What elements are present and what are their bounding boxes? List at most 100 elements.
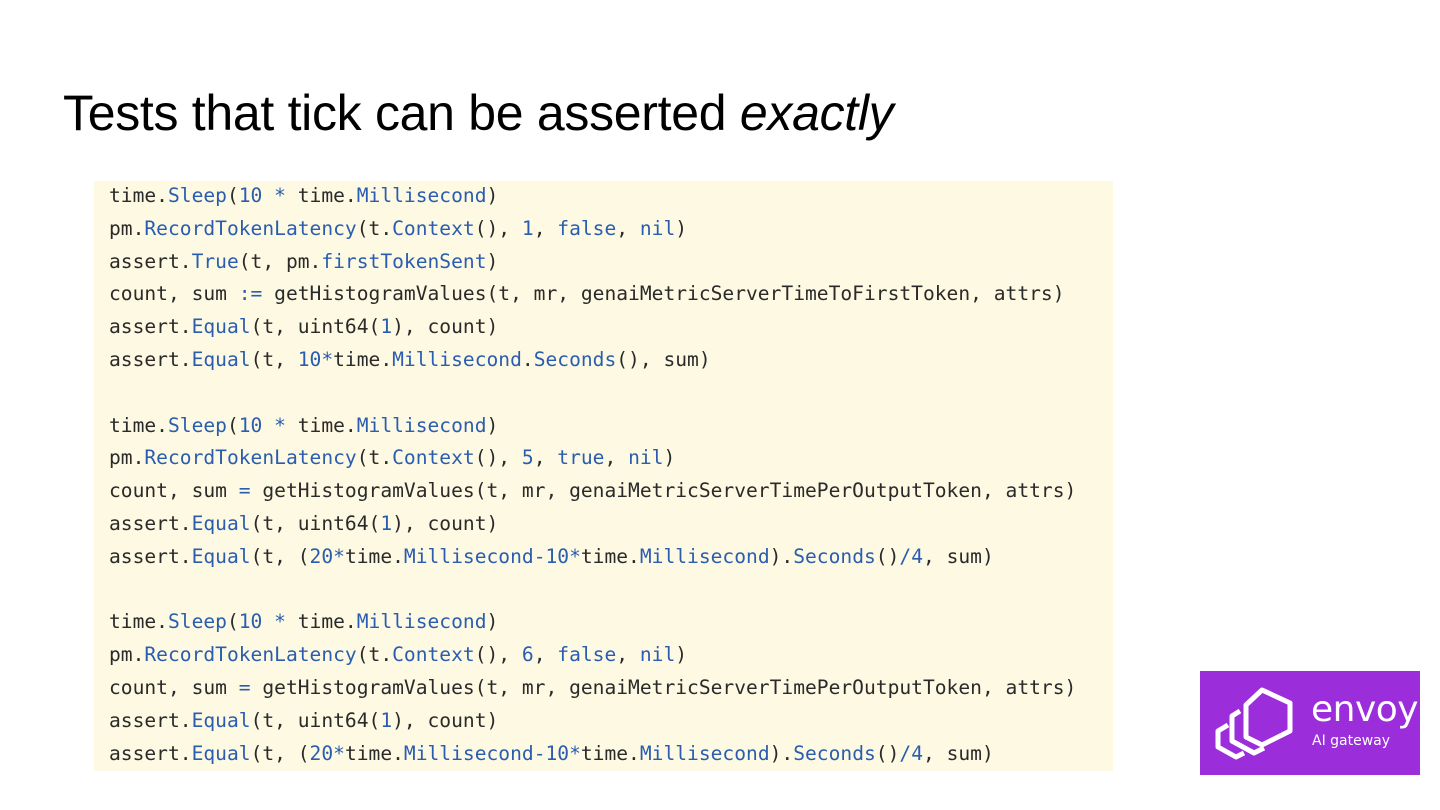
code-token: * [321, 348, 334, 371]
logo-subtitle: AI gateway [1312, 733, 1391, 749]
code-token: True [191, 249, 239, 273]
code-token [262, 414, 274, 437]
code-token: Millisecond [639, 544, 770, 568]
code-token: ( [226, 610, 239, 634]
code-token: pm. [109, 446, 145, 470]
code-token: ). [769, 544, 794, 568]
code-token: = [238, 676, 251, 699]
code-token: * [333, 741, 345, 765]
code-token: Equal [191, 348, 251, 371]
code-token: (t, [250, 348, 298, 371]
code-token: (t, pm. [238, 249, 322, 273]
code-line: time.Sleep(10 * time.Millisecond) [109, 608, 498, 636]
code-token: 4 [911, 544, 923, 568]
code-token: Equal [191, 741, 251, 765]
code-token: Millisecond [639, 741, 770, 765]
code-token: assert. [109, 512, 192, 535]
code-token: 20 [309, 741, 334, 765]
code-token: assert. [109, 348, 192, 371]
code-token: := [238, 282, 263, 306]
slide-title-emphasis: exactly [739, 85, 894, 141]
code-token: , [604, 446, 629, 470]
code-token: ) [486, 249, 499, 273]
code-line: assert.Equal(t, uint64(1), count) [109, 510, 498, 538]
envoy-hexagon-logo-icon [1215, 687, 1293, 760]
code-token: ( [226, 184, 239, 207]
code-token: RecordTokenLatency [144, 446, 357, 470]
code-line: assert.Equal(t, uint64(1), count) [109, 313, 498, 341]
code-token: time. [344, 544, 404, 568]
code-token: / [899, 741, 912, 765]
code-token: Millisecond [403, 741, 534, 765]
code-token: ( [226, 413, 239, 437]
code-token: Millisecond [356, 610, 487, 634]
code-token: (t. [356, 643, 393, 667]
code-token: assert. [109, 741, 192, 765]
code-token: 10 [545, 741, 570, 765]
code-token: , [533, 216, 558, 240]
code-token: nil [639, 643, 676, 667]
code-token: time. [285, 184, 357, 207]
code-token: ) [675, 643, 688, 667]
code-line: pm.RecordTokenLatency(t.Context(), 1, fa… [109, 215, 687, 243]
code-token: * [274, 413, 286, 437]
code-block: time.Sleep(10 * time.Millisecond)pm.Reco… [94, 181, 1113, 771]
code-token: assert. [109, 544, 192, 568]
code-token: false [557, 216, 617, 240]
code-token: 10 [238, 184, 263, 207]
code-token: () [875, 741, 900, 765]
code-token: count, sum [109, 282, 239, 306]
code-token: - [533, 741, 546, 765]
code-token: Context [392, 446, 475, 470]
code-token: 1 [380, 315, 393, 339]
code-token: nil [639, 216, 676, 240]
code-token: Equal [191, 512, 251, 535]
code-token: 20 [309, 544, 334, 568]
code-token: Seconds [793, 741, 876, 765]
code-token: (), sum) [616, 348, 711, 371]
code-token: 1 [380, 708, 393, 732]
code-token: ), count) [392, 512, 499, 535]
code-token: ), count) [392, 708, 499, 732]
code-token: (), [474, 446, 522, 470]
code-token: time. [580, 544, 640, 568]
code-token: time. [285, 413, 357, 437]
code-token: 6 [521, 643, 534, 667]
code-token: pm. [109, 216, 145, 240]
code-token: count, sum [109, 676, 239, 699]
code-token: Seconds [793, 544, 876, 568]
code-token: time. [285, 610, 357, 634]
code-token: time. [109, 184, 168, 207]
code-token: Context [392, 643, 475, 667]
code-token: (t, uint64( [250, 512, 381, 535]
code-token: ) [663, 446, 676, 470]
code-line: assert.Equal(t, uint64(1), count) [109, 707, 498, 735]
code-token: ) [486, 184, 499, 207]
code-token: (t, uint64( [250, 708, 381, 732]
code-token: true [557, 446, 605, 470]
code-token: - [533, 544, 546, 568]
code-line: assert.Equal(t, (20*time.Millisecond-10*… [109, 740, 994, 768]
code-token: (t. [356, 446, 393, 470]
code-line: count, sum = getHistogramValues(t, mr, g… [109, 477, 1076, 505]
code-line: count, sum := getHistogramValues(t, mr, … [109, 280, 1065, 308]
code-token: Context [392, 216, 475, 240]
code-line: assert.Equal(t, (20*time.Millisecond-10*… [109, 543, 994, 571]
code-token: 1 [380, 512, 393, 535]
code-token: Sleep [167, 610, 227, 634]
code-token: assert. [109, 315, 192, 339]
code-token: * [569, 544, 581, 568]
code-token: time. [344, 741, 404, 765]
code-token: * [274, 610, 286, 634]
code-token: * [333, 544, 345, 568]
code-token: , sum) [922, 544, 994, 568]
code-token: Millisecond [392, 348, 522, 371]
code-line: time.Sleep(10 * time.Millisecond) [109, 412, 498, 440]
code-token: Equal [191, 544, 251, 568]
code-token: (), [474, 216, 522, 240]
code-token: Seconds [533, 348, 617, 371]
code-token: getHistogramValues(t, mr, genaiMetricSer… [262, 282, 1065, 306]
code-token: getHistogramValues(t, mr, genaiMetricSer… [250, 479, 1077, 503]
code-token: (), [474, 643, 522, 667]
code-token: 10 [545, 544, 570, 568]
